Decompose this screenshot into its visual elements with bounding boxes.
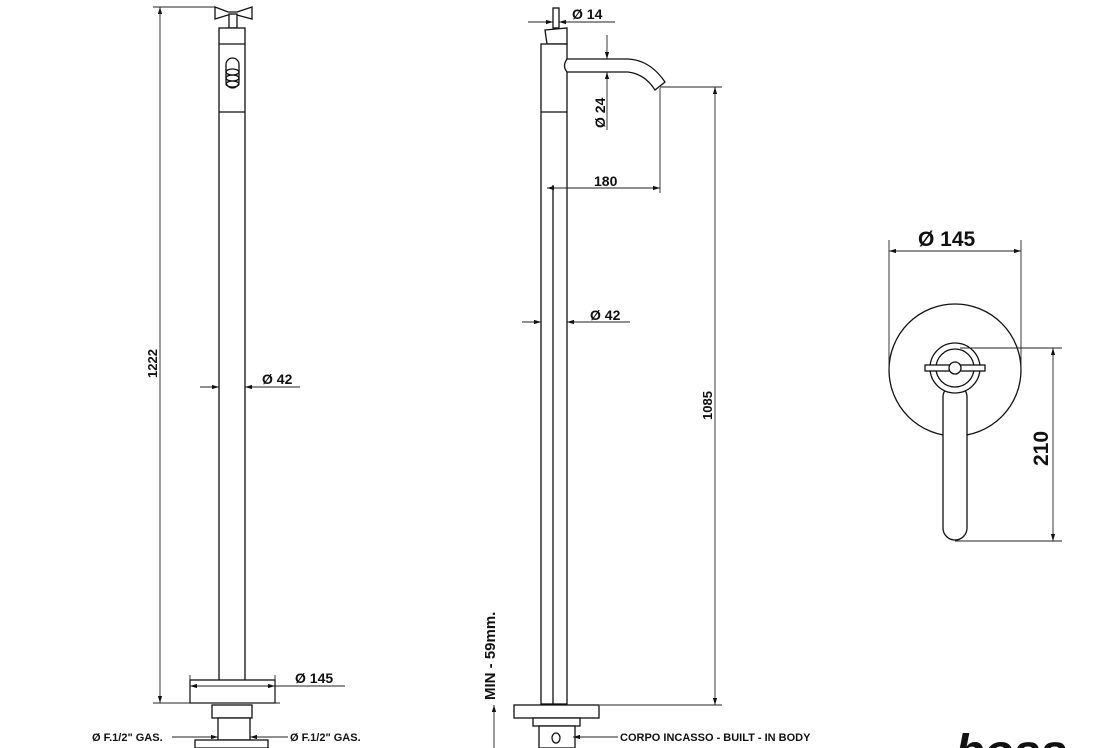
column-pipe bbox=[218, 27, 246, 683]
svg-text:boss: boss bbox=[955, 726, 1067, 748]
brand-logo: boss bbox=[955, 726, 1067, 748]
spout-height-dimension: 1085 bbox=[700, 391, 715, 420]
side-view: 1222 Ø 42 Ø 145 Ø F.1/2" GAS. Ø F.1/2" G… bbox=[92, 6, 361, 748]
pipe-diameter-dimension: Ø 42 bbox=[590, 307, 621, 323]
spout-reach-dimension: 180 bbox=[594, 173, 618, 189]
lever-handle bbox=[942, 384, 968, 541]
base-flange bbox=[513, 704, 600, 719]
base-flange bbox=[189, 679, 276, 704]
mixer-view: Ø 145 210 bbox=[888, 228, 1062, 542]
height-dimension: 1222 bbox=[145, 349, 160, 378]
plate-diameter-dimension: Ø 145 bbox=[918, 228, 976, 251]
built-in-body bbox=[538, 725, 576, 748]
base-diameter-dimension: Ø 145 bbox=[295, 670, 333, 686]
front-view: Ø 14 Ø 24 180 1085 Ø 42 MIN - 59mm. CORP… bbox=[482, 6, 811, 748]
inlet-left-label: Ø F.1/2" GAS. bbox=[92, 732, 163, 744]
built-in-body-label: CORPO INCASSO - BUILT - IN BODY bbox=[620, 732, 811, 744]
spout-diameter-dimension: Ø 24 bbox=[592, 97, 608, 128]
spout bbox=[563, 58, 666, 91]
min-depth-label: MIN - 59mm. bbox=[482, 612, 499, 700]
pipe-diameter-dimension: Ø 42 bbox=[262, 371, 293, 387]
column-pipe bbox=[540, 43, 568, 705]
cross-handle bbox=[214, 6, 253, 20]
inlet-right-label: Ø F.1/2" GAS. bbox=[290, 732, 361, 744]
stem-diameter-dimension: Ø 14 bbox=[572, 6, 603, 22]
lever-length-dimension: 210 bbox=[1030, 431, 1053, 466]
